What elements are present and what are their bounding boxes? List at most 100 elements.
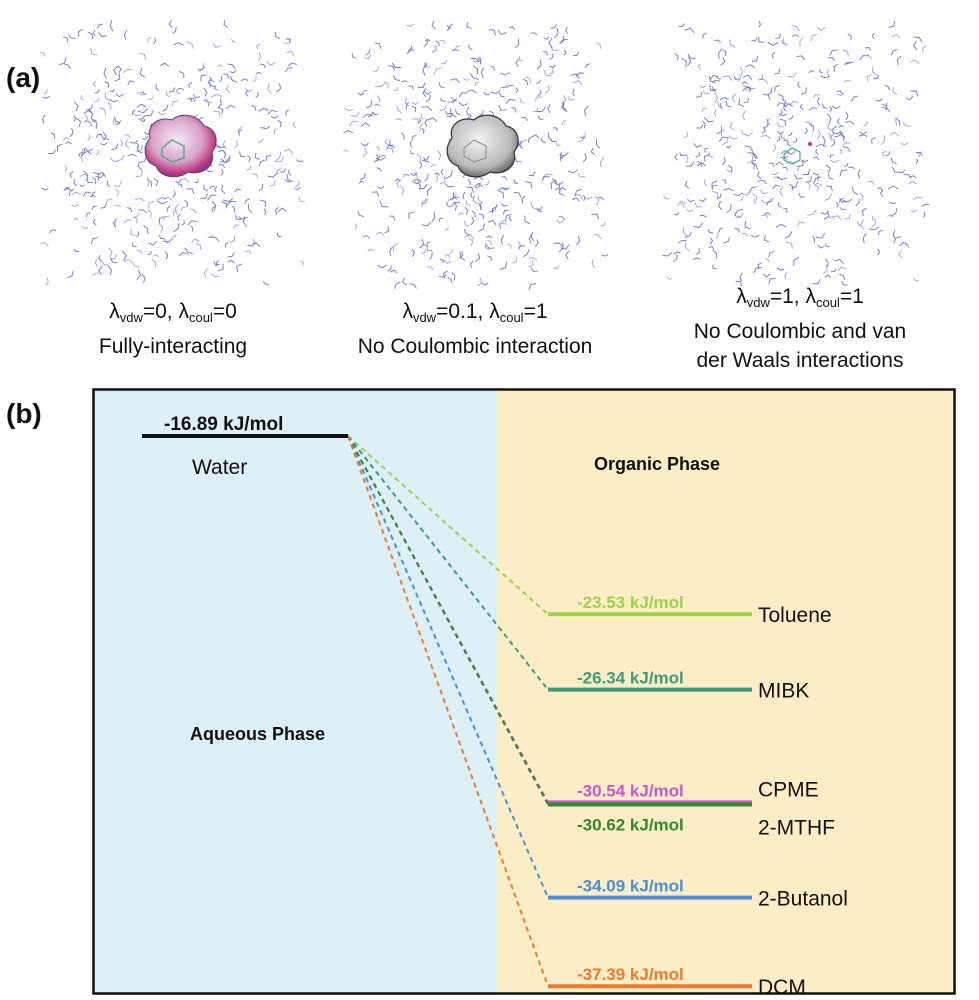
water-molecule (713, 39, 722, 43)
water-molecule (166, 91, 170, 98)
water-molecule (200, 193, 208, 199)
water-molecule (719, 97, 729, 101)
water-molecule (389, 246, 393, 256)
water-molecule (712, 86, 717, 91)
water-molecule (882, 150, 887, 157)
water-molecule (761, 126, 766, 134)
water-molecule (73, 179, 78, 187)
aqueous-phase-label: Aqueous Phase (190, 724, 325, 744)
water-molecule (497, 190, 505, 199)
water-molecule (908, 181, 917, 185)
water-molecule (789, 100, 799, 106)
water-molecule (722, 179, 727, 184)
water-molecule (175, 89, 181, 94)
water-molecule (466, 186, 475, 193)
water-molecule (751, 37, 758, 42)
water-molecule (357, 92, 365, 96)
water-molecule (424, 173, 429, 182)
water-molecule (217, 149, 226, 155)
water-molecule (472, 59, 479, 63)
water-molecule (464, 234, 475, 240)
water-molecule (233, 224, 240, 229)
solvent-name-toluene: Toluene (758, 604, 832, 627)
water-molecule (768, 278, 776, 285)
water-molecule (871, 32, 875, 39)
water-molecule (500, 234, 505, 245)
water-molecule (127, 80, 135, 86)
water-molecule (718, 227, 723, 233)
water-molecule (445, 170, 453, 180)
water-molecule (158, 234, 165, 240)
water-molecule (376, 167, 382, 172)
water-molecule (753, 198, 757, 205)
water-molecule (95, 173, 105, 179)
water-molecule (225, 85, 231, 93)
water-molecule (371, 191, 380, 197)
water-molecule (131, 242, 137, 248)
water-molecule (377, 155, 386, 162)
water-molecule (866, 74, 872, 82)
water-molecule (559, 38, 568, 45)
water-molecule (695, 152, 700, 158)
water-molecule (837, 266, 846, 272)
water-molecule (275, 156, 285, 163)
water-molecule (81, 225, 89, 229)
water-molecule (132, 216, 138, 223)
water-molecule (350, 111, 360, 118)
water-molecule (116, 154, 125, 162)
water-molecule (417, 118, 422, 124)
water-molecule (67, 270, 74, 279)
water-molecule (65, 141, 72, 145)
water-molecule (712, 190, 719, 199)
water-molecule (903, 173, 912, 180)
water-molecule (203, 268, 208, 279)
water-molecule (79, 184, 85, 188)
water-molecule (92, 171, 100, 181)
water-molecule (295, 159, 304, 163)
snapshot-caption-2: λvdw=0.1, λcoul=1 No Coulombic interacti… (315, 297, 635, 361)
caption-description: No Coulombic interaction (357, 335, 593, 358)
water-molecule (153, 178, 159, 187)
water-molecule (184, 199, 188, 208)
water-molecule (824, 193, 832, 201)
water-molecule (285, 109, 290, 116)
water-molecule (223, 151, 227, 159)
water-molecule (229, 76, 238, 83)
water-molecule (548, 37, 553, 48)
water-molecule (109, 99, 118, 103)
water-molecule (409, 150, 415, 155)
water-molecule (411, 248, 415, 257)
water-molecule (286, 174, 292, 183)
water-molecule (679, 202, 685, 209)
water-molecule (219, 106, 224, 115)
water-molecule (812, 94, 820, 98)
water-molecule (559, 156, 565, 162)
water-molecule (195, 243, 202, 250)
water-molecule (467, 113, 472, 119)
water-molecule (438, 82, 445, 89)
water-molecule (433, 66, 442, 75)
water-molecule (146, 176, 150, 187)
water-molecule (99, 107, 107, 116)
water-molecule (219, 76, 223, 82)
water-molecule (258, 52, 261, 61)
water-molecule (162, 215, 170, 221)
water-molecule (91, 120, 98, 129)
water-molecule (113, 65, 119, 76)
water-molecule (549, 64, 556, 69)
water-molecule (91, 237, 98, 245)
water-molecule (93, 29, 96, 37)
water-molecule (39, 51, 46, 57)
water-molecule (718, 136, 729, 142)
water-molecule (678, 23, 686, 28)
water-molecule (454, 109, 461, 116)
water-molecule (550, 24, 557, 29)
water-molecule (833, 130, 842, 135)
panel-b-label: (b) (6, 398, 42, 429)
water-molecule (211, 200, 217, 212)
water-molecule (139, 68, 146, 78)
water-molecule (419, 123, 424, 132)
water-molecule (56, 143, 63, 152)
water-molecule (267, 172, 278, 178)
water-molecule (85, 212, 91, 218)
